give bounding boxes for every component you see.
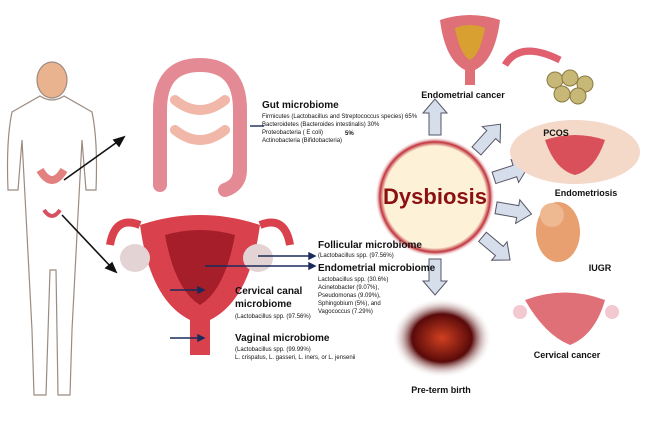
preterm-birth-illustration: [392, 298, 492, 378]
endometriosis-illustration: [510, 120, 640, 184]
cervical-title-2: microbiome: [235, 299, 292, 310]
endometrial-line: Acinetobacter (9.07%),: [318, 285, 380, 291]
gut-microbiome-list: Firmicutes (Lactobacillus and Streptococ…: [262, 113, 417, 145]
gut-line: Actinobacteria (Bifidobacteria): [262, 138, 343, 144]
endometrial-line: Vagococcus (7.29%): [318, 309, 373, 315]
gut-microbiome-title: Gut microbiome: [262, 100, 339, 111]
label-preterm-birth: Pre-term birth: [411, 385, 471, 395]
pcos-illustration: [502, 47, 594, 105]
follicular-title: Follicular microbiome: [318, 240, 422, 251]
follicular-detail: (Lactobacillus spp. (97.56%): [318, 253, 394, 259]
cervical-detail: (Lactobacillus spp. (97.56%): [235, 314, 311, 320]
endometrial-line: Sphingobium (5%), and: [318, 301, 381, 307]
gut-line: Proteobacteria ( E coli): [262, 130, 324, 136]
vaginal-title: Vaginal microbiome: [235, 333, 330, 344]
label-endometriosis: Endometriosis: [554, 188, 618, 198]
endometrial-cancer-illustration: [440, 15, 500, 85]
cervical-title-1: Cervical canal: [235, 286, 303, 297]
dysbiosis-circle: [375, 137, 495, 257]
body-arrows: [61, 135, 126, 274]
label-endometrial-cancer: Endometrial cancer: [421, 90, 505, 100]
gut-line: Firmicutes (Lactobacillus and Streptococ…: [262, 114, 418, 120]
female-body-icon: [6, 61, 98, 396]
gut-line: Bacteroidetes (Bacteroides intestinalis)…: [262, 122, 380, 128]
endometrial-title: Endometrial microbiome: [318, 263, 436, 274]
cervical-title: Cervical canal microbiome: [235, 285, 302, 311]
label-iugr: IUGR: [588, 263, 612, 273]
iugr-fetus-illustration: [536, 202, 580, 262]
cervical-cancer-illustration: [513, 292, 619, 345]
endometrial-list: Lactobacillus spp. (30.6%) Acinetobacter…: [318, 276, 388, 316]
dysbiosis-title: Dysbiosis: [383, 184, 487, 209]
pointer-arrows: [170, 125, 317, 343]
vaginal-detail-1: (Lactobacillus spp. (99.99%): [235, 347, 311, 353]
vaginal-detail-2: L. crispatus, L. gasseri, L. iners, or L…: [235, 355, 356, 361]
label-pcos: PCOS: [543, 128, 569, 138]
gut-bracket-value: 5%: [345, 131, 354, 137]
uterus-illustration: [106, 215, 294, 355]
label-cervical-cancer: Cervical cancer: [533, 350, 601, 360]
endometrial-line: Pseudomonas (9.09%),: [318, 293, 381, 299]
colon-illustration: [153, 57, 247, 197]
endometrial-line: Lactobacillus spp. (30.6%): [318, 277, 389, 283]
